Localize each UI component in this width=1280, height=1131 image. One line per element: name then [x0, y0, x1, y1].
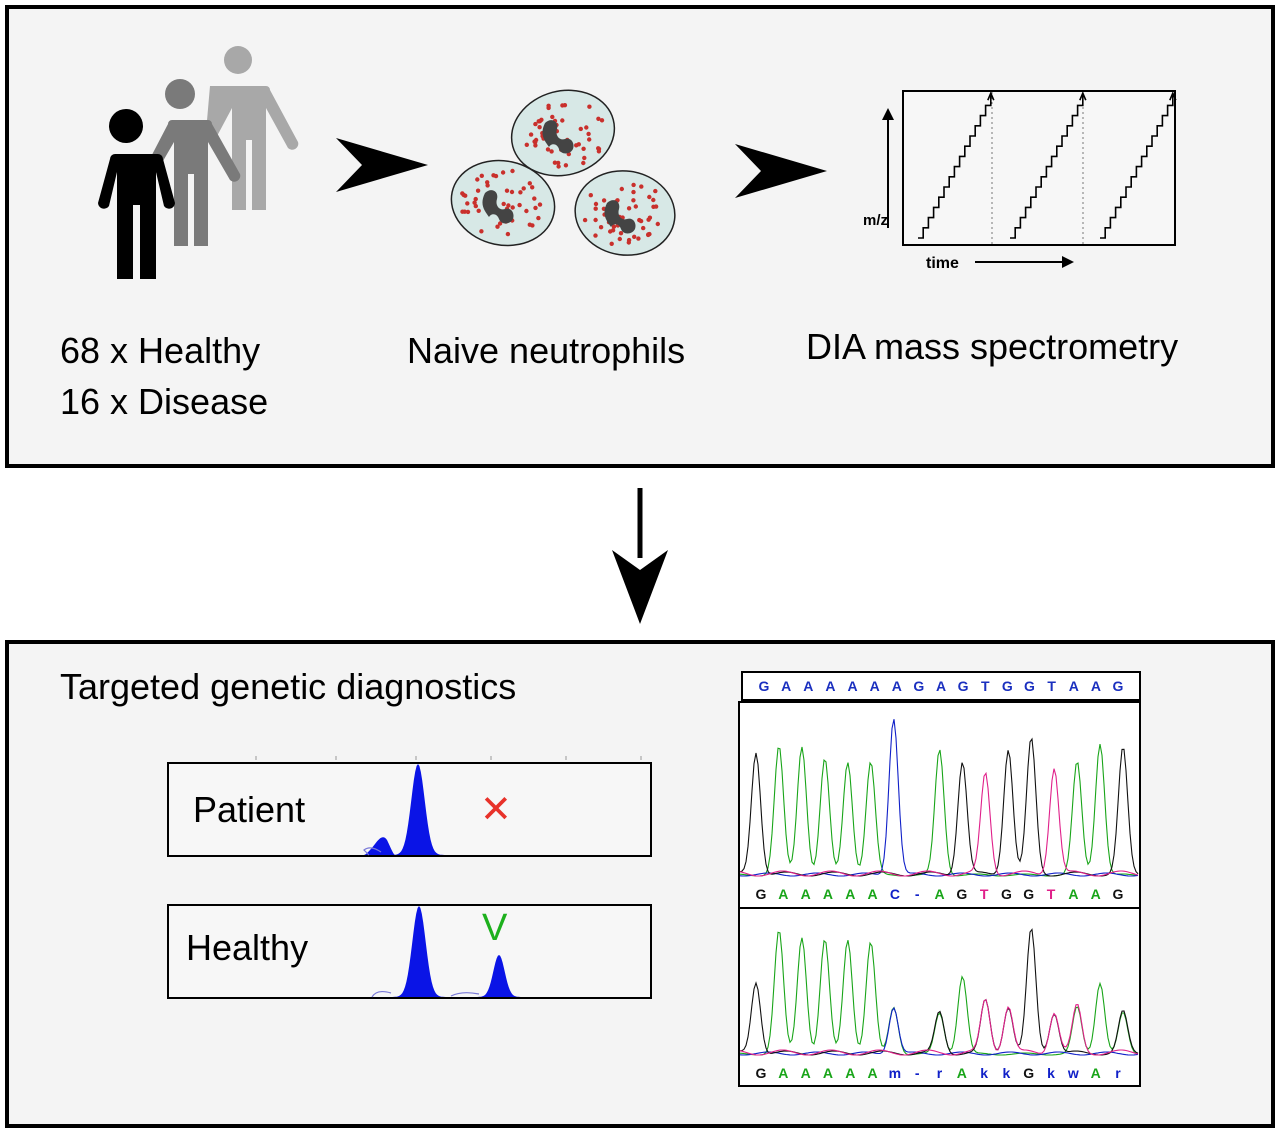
- base-call: A: [891, 678, 902, 694]
- patient-label: Patient: [193, 789, 306, 830]
- dia-ms-plot: m/z time: [863, 90, 1177, 272]
- neutrophil-cells-illustration: [450, 89, 676, 256]
- base-call: A: [935, 678, 947, 694]
- base-call: -: [914, 886, 920, 902]
- base-call: G: [956, 886, 968, 902]
- mz-axis-label: m/z: [863, 212, 888, 229]
- trace-T: [739, 998, 1139, 1056]
- time-axis-label: time: [926, 255, 959, 272]
- base-call: A: [1090, 1065, 1101, 1081]
- base-call: k: [980, 1065, 989, 1081]
- base-call: A: [822, 886, 833, 902]
- trace-C: [739, 1006, 1139, 1056]
- patient-peak: [363, 764, 452, 856]
- disease-count-label: 16 x Disease: [60, 381, 269, 422]
- healthy-chromatogram: [738, 907, 1141, 1087]
- base-call: A: [934, 886, 945, 902]
- base-call: A: [867, 886, 878, 902]
- base-call: A: [1068, 886, 1079, 902]
- base-call: A: [845, 886, 856, 902]
- arrow-down-icon: [612, 488, 668, 624]
- reference-sequence-box: [741, 671, 1141, 701]
- base-call: -: [914, 1065, 920, 1081]
- base-call: A: [803, 678, 814, 694]
- base-call: C: [889, 886, 900, 902]
- base-call: A: [867, 1065, 878, 1081]
- base-call: G: [1112, 678, 1124, 694]
- base-call: G: [1023, 1065, 1035, 1081]
- diagnostics-title: Targeted genetic diagnostics: [60, 666, 517, 707]
- healthy-count-label: 68 x Healthy: [60, 330, 261, 371]
- person-light-icon: [205, 46, 299, 210]
- base-call: G: [1024, 678, 1035, 694]
- base-call: A: [781, 678, 792, 694]
- base-call: G: [957, 678, 969, 694]
- base-call: G: [1023, 886, 1035, 902]
- base-call: T: [1047, 678, 1056, 694]
- base-call: A: [1068, 678, 1079, 694]
- base-call: A: [800, 1065, 811, 1081]
- base-call: A: [1090, 886, 1101, 902]
- base-call: m: [888, 1065, 902, 1081]
- trace-A: [739, 931, 1139, 1056]
- base-call: T: [979, 886, 989, 902]
- neutrophil-cell: [574, 170, 676, 256]
- neutrophil-label: Naive neutrophils: [407, 330, 686, 371]
- base-call: G: [758, 678, 770, 694]
- base-call: r: [1115, 1065, 1121, 1081]
- trace-C: [739, 719, 1139, 877]
- base-call: A: [956, 1065, 967, 1081]
- base-call: A: [845, 1065, 856, 1081]
- arrow-right-icon: [735, 144, 827, 198]
- base-call: G: [755, 1065, 767, 1081]
- trace-T: [739, 768, 1139, 877]
- cross-icon: ✕: [480, 789, 512, 831]
- arrow-right-icon: [336, 138, 428, 192]
- axis-ticks: [255, 756, 642, 760]
- base-call: G: [1112, 886, 1124, 902]
- base-call: A: [869, 678, 880, 694]
- base-call: w: [1067, 1065, 1079, 1081]
- base-call: A: [778, 1065, 789, 1081]
- person-mid-icon: [141, 79, 241, 246]
- base-call: A: [847, 678, 858, 694]
- neutrophil-cell: [450, 159, 556, 247]
- base-call: G: [913, 678, 925, 694]
- patient-chromatogram-traces: [739, 719, 1139, 877]
- healthy-chromatogram-traces: [739, 928, 1139, 1056]
- ms-label: DIA mass spectrometry: [806, 326, 1179, 367]
- healthy-peaks: [371, 906, 528, 998]
- base-call: A: [778, 886, 789, 902]
- base-call: G: [1000, 886, 1012, 902]
- base-call: T: [980, 678, 990, 694]
- healthy-label: Healthy: [186, 927, 309, 968]
- base-call: G: [755, 886, 767, 902]
- base-call: A: [800, 886, 811, 902]
- base-call: G: [1001, 678, 1013, 694]
- base-call: r: [936, 1065, 943, 1081]
- neutrophil-cell: [510, 89, 616, 177]
- base-call: A: [825, 678, 836, 694]
- base-call: k: [1047, 1065, 1055, 1081]
- base-call: A: [822, 1065, 833, 1081]
- people-icon: [94, 46, 299, 279]
- base-call: A: [1090, 678, 1101, 694]
- person-dark-icon: [94, 109, 175, 279]
- base-call: T: [1046, 886, 1056, 902]
- trace-A: [739, 744, 1139, 877]
- check-v-icon: V: [482, 907, 508, 949]
- base-call: k: [1002, 1065, 1011, 1081]
